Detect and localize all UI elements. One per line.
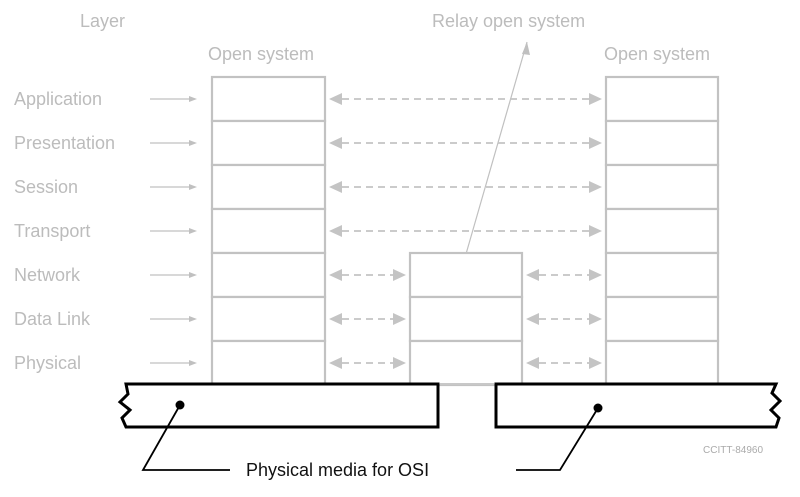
left-open-system-stack <box>210 75 327 387</box>
layer-heading: Layer <box>80 11 125 31</box>
relay-open-system-title: Relay open system <box>432 11 585 31</box>
peer-arrow-relay-right-physical <box>526 357 602 369</box>
relay-open-system-stack <box>408 251 524 387</box>
right-cell-presentation <box>604 119 720 167</box>
layer-label-transport: Transport <box>14 221 90 241</box>
peer-arrow-left-relay-physical <box>329 357 406 369</box>
figure-code: CCITT-84960 <box>703 445 763 456</box>
right-physical-media-bar <box>494 382 783 429</box>
layer-label-session: Session <box>14 177 78 197</box>
peer-arrow-session <box>329 181 602 193</box>
layer-label-application: Application <box>14 89 102 109</box>
layer-pointer-network <box>150 272 197 278</box>
layer-label-presentation: Presentation <box>14 133 115 153</box>
relay-cell-data-link <box>408 295 524 343</box>
right-cell-physical <box>604 339 720 387</box>
layer-label-physical: Physical <box>14 353 81 373</box>
peer-arrow-left-relay-network <box>329 269 406 281</box>
layer-pointer-session <box>150 184 197 190</box>
peer-arrow-left-relay-data-link <box>329 313 406 325</box>
left-physical-media-bar <box>117 382 440 429</box>
peer-arrow-relay-right-network <box>526 269 602 281</box>
left-caption-leader <box>141 404 230 471</box>
relay-pointer-line <box>465 41 528 255</box>
peer-arrow-relay-right-data-link <box>526 313 602 325</box>
left-cell-transport <box>210 207 327 255</box>
layer-labels: ApplicationPresentationSessionTransportN… <box>14 89 115 373</box>
right-caption-leader <box>516 407 599 471</box>
peer-arrow-application <box>329 93 602 105</box>
layer-pointer-data-link <box>150 316 197 322</box>
right-cell-session <box>604 163 720 211</box>
left-open-system-title: Open system <box>208 44 314 64</box>
layer-pointer-transport <box>150 228 197 234</box>
relay-pointer-arrowhead <box>522 42 530 55</box>
layer-label-data-link: Data Link <box>14 309 91 329</box>
peer-arrow-transport <box>329 225 602 237</box>
right-cell-network <box>604 251 720 299</box>
relay-cell-physical <box>408 339 524 387</box>
layer-pointer-physical <box>150 360 197 366</box>
peer-protocol-arrows <box>329 93 602 369</box>
physical-media-caption: Physical media for OSI <box>246 460 429 480</box>
layer-pointer-application <box>150 96 197 102</box>
right-open-system-stack <box>604 75 720 387</box>
layer-pointers <box>150 96 197 366</box>
left-cell-physical <box>210 339 327 387</box>
layer-pointer-presentation <box>150 140 197 146</box>
peer-arrow-presentation <box>329 137 602 149</box>
right-cell-transport <box>604 207 720 255</box>
left-cell-session <box>210 163 327 211</box>
right-open-system-title: Open system <box>604 44 710 64</box>
right-cell-application <box>604 75 720 123</box>
right-cell-data-link <box>604 295 720 343</box>
left-cell-data-link <box>210 295 327 343</box>
left-cell-network <box>210 251 327 299</box>
left-cell-application <box>210 75 327 123</box>
layer-label-network: Network <box>14 265 81 285</box>
relay-cell-network <box>408 251 524 299</box>
left-cell-presentation <box>210 119 327 167</box>
